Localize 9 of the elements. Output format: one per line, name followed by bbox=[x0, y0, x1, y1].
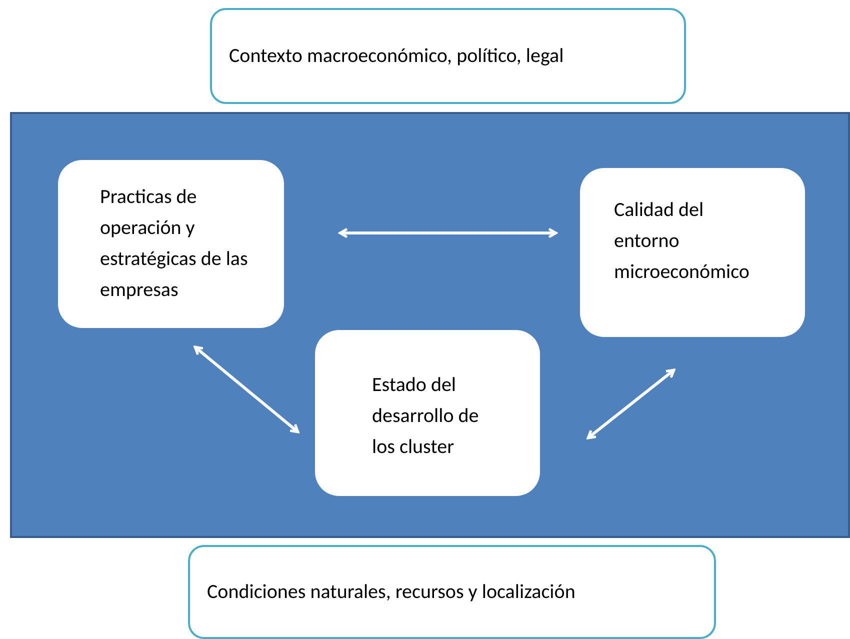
text-box: Calidad del entorno microeconómico bbox=[580, 168, 805, 337]
text-box: Estado del desarrollo de los cluster bbox=[315, 330, 540, 496]
text-box: Contexto macroeconómico, político, legal bbox=[210, 8, 686, 104]
double-arrow bbox=[338, 228, 558, 238]
double-arrow bbox=[586, 368, 676, 440]
text-box: Condiciones naturales, recursos y localización bbox=[188, 545, 716, 639]
text-box: Practicas de operación y estratégicas de las empresas bbox=[58, 160, 284, 328]
double-arrow bbox=[194, 346, 300, 434]
background-panel bbox=[10, 112, 850, 538]
